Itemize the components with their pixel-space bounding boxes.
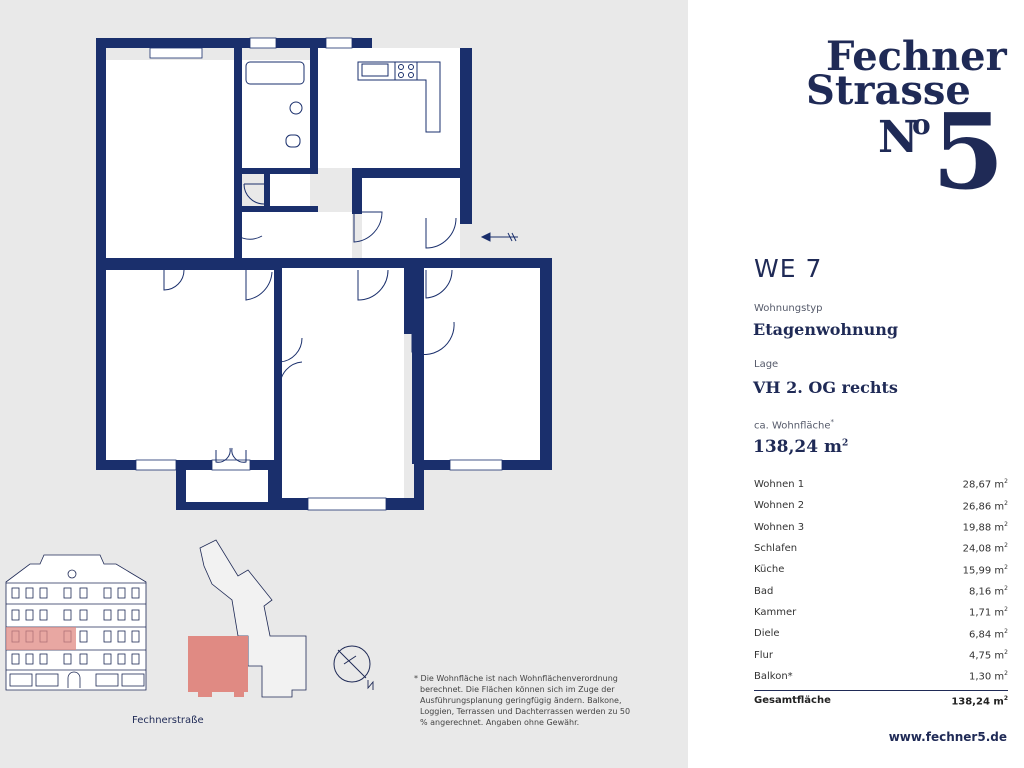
room-name: Kammer (754, 606, 797, 618)
room-area-sup: 2 (1004, 606, 1008, 614)
footnote-rest: berechnet. Die Flächen können sich im Zu… (420, 685, 631, 727)
room-row: Wohnen 3 19,88 m2 (754, 517, 1008, 538)
room-area-sup: 2 (1004, 584, 1008, 592)
room-area-sup: 2 (1004, 499, 1008, 507)
rooms (106, 48, 540, 502)
total-value: 138,24 m2 (951, 695, 1008, 707)
room-area-value: 1,30 m (968, 671, 1005, 683)
site-plan (188, 539, 307, 698)
area-value-text: 138,24 m (753, 437, 842, 457)
room-area-value: 28,67 m (962, 479, 1005, 491)
doors (163, 183, 457, 463)
room-area-sup: 2 (1004, 563, 1008, 571)
facade-thumbnail (5, 554, 147, 691)
room-area-sup: 2 (1004, 648, 1008, 656)
bathtub-icon (245, 61, 305, 85)
toilet-icon (285, 134, 301, 148)
compass-icon (333, 645, 374, 690)
unit-title: WE 7 (754, 254, 823, 283)
entrance-arrow-icon (480, 232, 518, 242)
area-label-text: ca. Wohnfläche (754, 420, 831, 432)
room-area: 19,88 m2 (963, 521, 1008, 533)
room-name: Wohnen 2 (754, 500, 805, 512)
type-value: Etagenwohnung (753, 320, 899, 339)
type-label: Wohnungstyp (754, 303, 823, 314)
area-label: ca. Wohnfläche* (754, 418, 834, 431)
floor-plan (5, 37, 552, 698)
room-name: Wohnen 1 (754, 479, 805, 491)
room-name: Flur (754, 649, 773, 661)
area-value: 138,24 m2 (753, 437, 848, 457)
sink-icon (289, 101, 303, 115)
room-area: 26,86 m2 (963, 500, 1008, 512)
room-area: 6,84 m2 (969, 628, 1008, 640)
room-row: Flur 4,75 m2 (754, 644, 1008, 665)
room-area: 8,16 m2 (969, 585, 1008, 597)
site-highlight (188, 636, 248, 692)
plan-panel: Fechnerstraße * Die Wohnfläche ist nach … (0, 0, 688, 768)
total-area: 138,24 m (951, 696, 1004, 708)
room-area-value: 19,88 m (962, 522, 1005, 534)
brand-logo: Fechner Strasse N o 5 (806, 36, 1008, 196)
footnote-line1: * Die Wohnfläche ist nach Wohnflächenver… (414, 674, 618, 683)
room-area-value: 6,84 m (968, 628, 1005, 640)
total-label: Gesamtfläche (754, 695, 831, 706)
brand-numero: N (878, 112, 918, 163)
room-row: Wohnen 1 28,67 m2 (754, 474, 1008, 495)
room-name: Diele (754, 628, 780, 640)
room-area: 1,71 m2 (969, 606, 1008, 618)
room-row: Kammer 1,71 m2 (754, 602, 1008, 623)
room-row: Küche 15,99 m2 (754, 559, 1008, 580)
room-area: 1,30 m2 (969, 670, 1008, 682)
room-row: Wohnen 2 26,86 m2 (754, 495, 1008, 516)
total-row: Gesamtfläche 138,24 m2 (754, 690, 1008, 707)
brand-o: o (912, 108, 931, 141)
room-area-sup: 2 (1004, 521, 1008, 529)
info-panel: Fechner Strasse N o 5 WE 7 Wohnungstyp E… (688, 0, 1024, 768)
room-row: Balkon* 1,30 m2 (754, 666, 1008, 687)
room-area-sup: 2 (1004, 542, 1008, 550)
room-area-value: 15,99 m (962, 565, 1005, 576)
location-label: Lage (754, 359, 779, 370)
street-label: Fechnerstraße (132, 715, 204, 726)
room-area: 15,99 m2 (963, 564, 1008, 576)
room-row: Schlafen 24,08 m2 (754, 538, 1008, 559)
room-area-value: 4,75 m (968, 650, 1005, 662)
room-area-sup: 2 (1004, 670, 1008, 678)
website-link[interactable]: www.fechner5.de (888, 730, 1007, 744)
area-label-mark: * (830, 418, 835, 426)
brand-line2: Strasse (806, 67, 971, 114)
room-area-value: 24,08 m (962, 543, 1005, 555)
room-row: Bad 8,16 m2 (754, 580, 1008, 601)
room-area: 28,67 m2 (963, 478, 1008, 490)
room-name: Balkon* (754, 670, 793, 682)
room-area: 4,75 m2 (969, 649, 1008, 661)
room-area-value: 1,71 m (968, 607, 1005, 619)
room-row: Diele 6,84 m2 (754, 623, 1008, 644)
room-area-value: 8,16 m (968, 586, 1005, 598)
stove-icon (361, 61, 418, 81)
room-area-value: 26,86 m (962, 501, 1005, 513)
brand-line1: Fechner (826, 36, 1008, 80)
room-name: Wohnen 3 (754, 521, 805, 533)
room-name: Bad (754, 585, 774, 597)
area-value-sup: 2 (841, 438, 849, 449)
room-name: Küche (754, 564, 785, 576)
facade-highlight (6, 627, 76, 650)
location-value: VH 2. OG rechts (753, 378, 898, 397)
windows (135, 37, 503, 511)
brand-number: 5 (932, 90, 1004, 196)
footnote: * Die Wohnfläche ist nach Wohnflächenver… (414, 673, 639, 728)
room-area-sup: 2 (1004, 627, 1008, 635)
room-area: 24,08 m2 (963, 542, 1008, 554)
room-name: Schlafen (754, 543, 798, 555)
room-area-sup: 2 (1004, 478, 1008, 486)
total-sup: 2 (1003, 695, 1008, 702)
